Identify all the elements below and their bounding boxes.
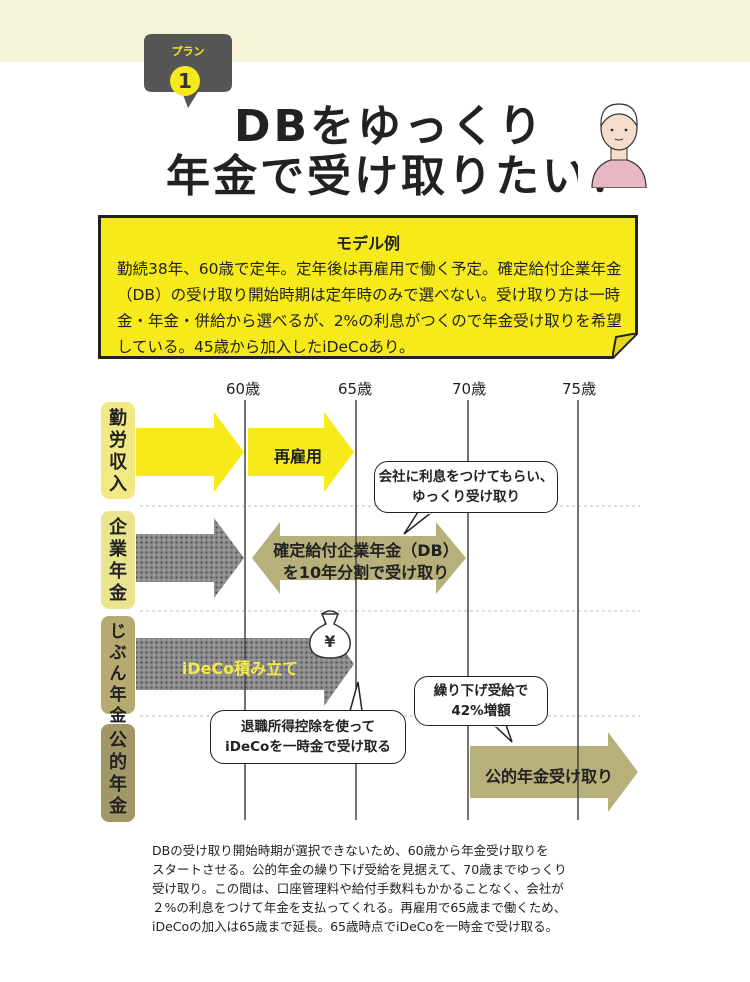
caption-text: DBの受け取り開始時期が選択できないため、60歳から年金受け取りを スタートさせ… [152, 843, 567, 934]
bubble-tail [403, 511, 435, 535]
page-title-line1: DBをゆっくり [234, 101, 546, 152]
page-title-line2: 年金で受け取りたい！ [166, 151, 636, 202]
model-example-body: 勤続38年、60歳で定年。定年後は再雇用で働く予定。確定給付企業年金（DB）の受… [117, 260, 622, 356]
corporate-pension-arrow-pre60 [136, 518, 244, 598]
year-label-60: 60歳 [226, 380, 261, 398]
db-installment-arrow [252, 522, 466, 594]
plan-badge-label: プラン [171, 45, 205, 58]
row-label-own-pension: じぶん年金 [101, 616, 135, 726]
person-illustration [578, 92, 660, 188]
interest-bubble: 会社に利息をつけてもらい、 ゆっくり受け取り [374, 461, 558, 513]
year-label-65: 65歳 [338, 380, 373, 398]
year-label-70: 70歳 [452, 380, 487, 398]
year-label-75: 75歳 [562, 380, 597, 398]
rehire-arrow [248, 412, 354, 492]
top-band [0, 0, 750, 62]
rehire-label: 再雇用 [273, 447, 322, 466]
row-label-public-pension: 公的年金 [101, 724, 135, 822]
model-example-box: モデル例 勤続38年、60歳で定年。定年後は再雇用で働く予定。確定給付企業年金（… [98, 215, 638, 359]
public-pension-arrow [470, 732, 638, 812]
row-label-corporate-pension: 企業年金 [101, 511, 135, 609]
ideco-contribution-label: iDeCo積み立て [181, 659, 299, 678]
money-bag-icon: ¥ [309, 610, 351, 659]
deferral-bubble: 繰り下げ受給で 42%増額 [414, 676, 548, 726]
public-pension-label: 公的年金受け取り [484, 767, 613, 786]
lump-sum-bubble: 退職所得控除を使って iDeCoを一時金で受け取る [210, 710, 406, 764]
db-installment-label: 確定給付企業年金（DB） を10年分割で受け取り [273, 541, 459, 582]
model-example-heading: モデル例 [335, 234, 400, 253]
page-fold-corner [612, 333, 638, 359]
yen-symbol: ¥ [324, 632, 335, 651]
bubble-tail [492, 724, 513, 743]
timeline-chart: ¥ [136, 400, 640, 820]
plan-badge-number: 1 [170, 66, 200, 96]
work-income-arrow-pre60 [136, 412, 244, 492]
row-label-work-income: 勤労収入 [101, 402, 135, 499]
